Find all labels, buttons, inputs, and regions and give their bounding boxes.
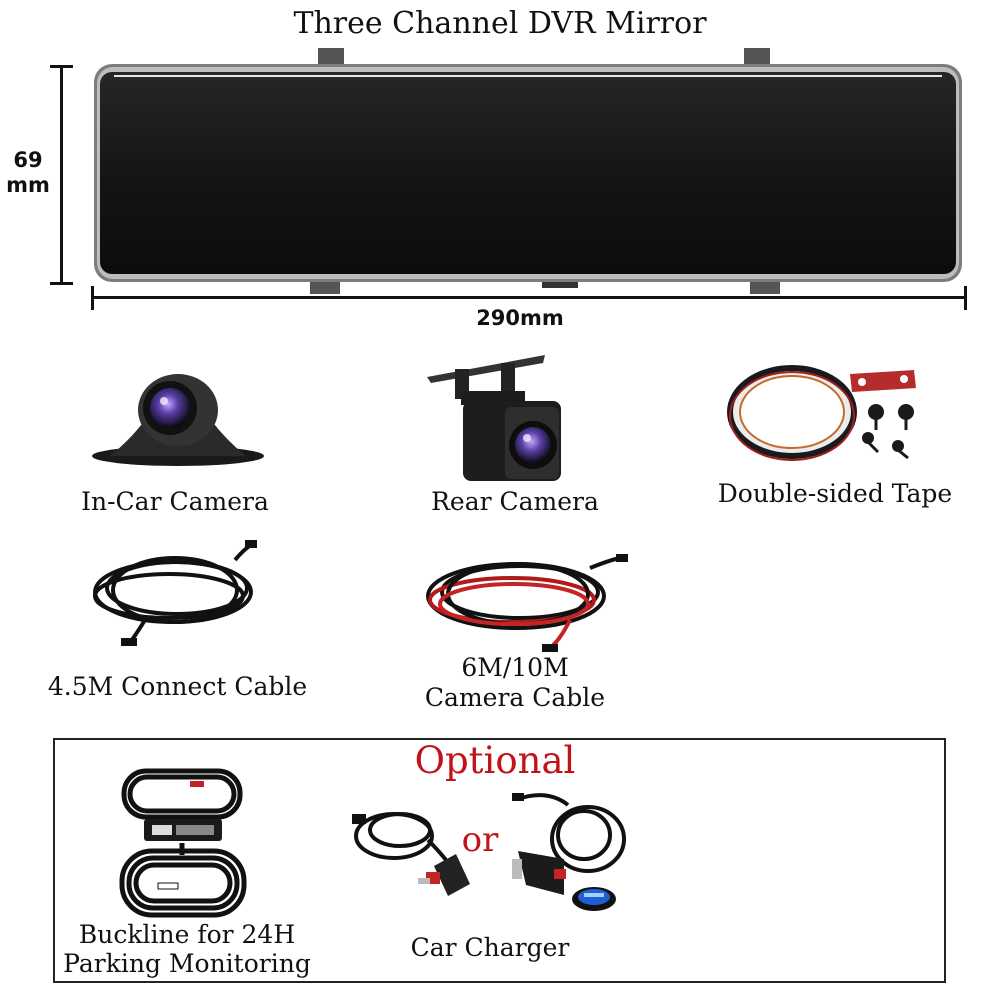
car-charger-left-image <box>352 812 470 896</box>
buckline-caption: Buckline for 24H Parking Monitoring <box>52 920 322 978</box>
connect-cable-caption: 4.5M Connect Cable <box>47 672 308 701</box>
height-unit: mm <box>6 173 50 197</box>
buckline-caption-line1: Buckline for 24H <box>78 920 296 949</box>
optional-accessories-box <box>53 738 946 983</box>
or-label: or <box>461 820 499 860</box>
height-dimension-cap <box>50 65 73 68</box>
width-dimension-cap <box>964 286 967 310</box>
width-dimension-label: 290mm <box>476 306 564 330</box>
width-dimension-line <box>92 296 966 299</box>
car-charger-caption: Car Charger <box>410 933 570 962</box>
double-sided-tape-image <box>727 365 916 461</box>
rear-camera-caption: Rear Camera <box>431 487 599 516</box>
connect-cable-image <box>93 540 257 646</box>
car-charger-right-image <box>512 793 626 911</box>
camera-cable-caption-line2: Camera Cable <box>424 683 606 712</box>
camera-cable-caption-line1: 6M/10M <box>461 653 569 682</box>
in-car-camera-caption: In-Car Camera <box>81 487 269 516</box>
in-car-camera-image <box>92 374 264 466</box>
camera-cable-image <box>426 554 628 652</box>
camera-cable-caption: 6M/10M Camera Cable <box>400 653 630 713</box>
dvr-mirror-image <box>94 48 962 294</box>
optional-heading: Optional <box>414 739 576 782</box>
width-dimension-cap <box>91 286 94 310</box>
buckline-caption-line2: Parking Monitoring <box>63 949 311 978</box>
height-dimension-label: 69 mm <box>0 148 56 198</box>
page-title: Three Channel DVR Mirror <box>293 6 707 41</box>
rear-camera-image <box>427 355 561 481</box>
height-dimension-cap <box>50 282 73 285</box>
height-value: 69 <box>13 148 43 172</box>
height-dimension-line <box>60 66 63 284</box>
buckline-hardwire-kit-image <box>119 768 247 918</box>
double-sided-tape-caption: Double-sided Tape <box>717 479 953 508</box>
